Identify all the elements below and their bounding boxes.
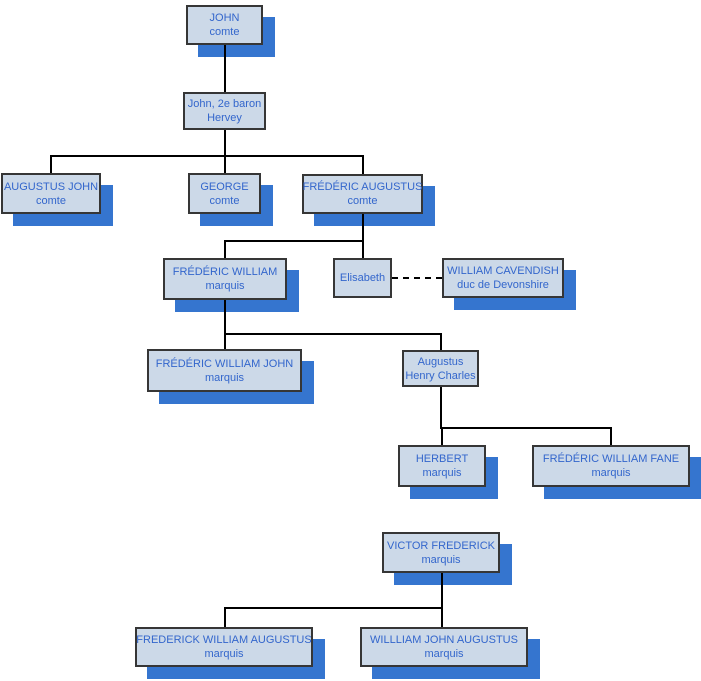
node-name: WILLIAM CAVENDISH: [447, 265, 559, 277]
connector-line: [441, 607, 443, 627]
tree-node-willliam-john-augustus[interactable]: WILLLIAM JOHN AUGUSTUS marquis: [360, 627, 528, 667]
connector-line: [224, 333, 441, 335]
connector-line: [441, 573, 443, 607]
node-name: JOHN: [209, 12, 240, 24]
connector-line: [224, 45, 226, 92]
node-name: HERBERT: [415, 453, 469, 465]
node-name: FRÉDÉRIC AUGUSTUS: [302, 181, 423, 193]
node-title: Hervey: [207, 112, 242, 124]
tree-node-frederick-william-augustus[interactable]: FREDERICK WILLIAM AUGUSTUS marquis: [135, 627, 313, 667]
node-title: marquis: [424, 648, 464, 660]
connector-line: [440, 427, 611, 429]
connector-line: [224, 607, 226, 627]
node-title: Henry Charles: [405, 369, 476, 382]
node-title: duc de Devonshire: [457, 279, 549, 291]
tree-node-elisabeth[interactable]: Elisabeth: [333, 258, 392, 298]
tree-node-herbert[interactable]: HERBERT marquis: [398, 445, 486, 487]
connector-line: [362, 240, 364, 258]
node-name: John, 2e baron: [187, 98, 262, 110]
node-title: marquis: [205, 280, 245, 292]
tree-node-frederic-william-fane[interactable]: FRÉDÉRIC WILLIAM FANE marquis: [532, 445, 690, 487]
connector-line: [224, 607, 442, 609]
connector-line: [224, 130, 226, 155]
connector-line: [224, 240, 363, 242]
connector-line: [440, 333, 442, 350]
node-name: FRÉDÉRIC WILLIAM FANE: [542, 453, 680, 465]
connector-line: [441, 427, 443, 445]
connector-line: [50, 155, 52, 173]
node-title: comte: [209, 26, 240, 38]
node-name: FRÉDÉRIC WILLIAM: [172, 266, 278, 278]
connector-line: [224, 155, 226, 173]
node-name: WILLLIAM JOHN AUGUSTUS: [370, 634, 518, 646]
tree-node-frederic-william[interactable]: FRÉDÉRIC WILLIAM marquis: [163, 258, 287, 300]
connector-line: [440, 387, 442, 427]
connector-line: [224, 300, 226, 333]
node-name: Elisabeth: [339, 272, 386, 284]
node-title: marquis: [204, 371, 245, 384]
node-name: VICTOR FREDERICK: [387, 539, 495, 552]
tree-node-john[interactable]: JOHN comte: [186, 5, 263, 45]
connector-line: [224, 333, 226, 349]
connector-line: [610, 427, 612, 445]
node-title: marquis: [422, 467, 462, 479]
tree-node-william-cavendish[interactable]: WILLIAM CAVENDISH duc de Devonshire: [442, 258, 564, 298]
node-title: marquis: [204, 648, 244, 660]
node-name: GEORGE: [200, 180, 249, 193]
node-name: FRÉDÉRIC WILLIAM JOHN: [155, 357, 294, 370]
node-title: comte: [209, 194, 240, 207]
node-name: Augustus: [417, 355, 464, 368]
node-title: comte: [347, 195, 378, 207]
tree-node-frederic-augustus[interactable]: FRÉDÉRIC AUGUSTUS comte: [302, 174, 423, 214]
node-title: marquis: [591, 467, 631, 479]
connector-line: [224, 240, 226, 258]
connector-line: [362, 214, 364, 241]
node-title: comte: [36, 194, 66, 207]
node-name: AUGUSTUS JOHN: [3, 180, 99, 193]
connector-line: [362, 155, 364, 174]
connector-dashed-line: [392, 277, 442, 279]
connector-line: [50, 155, 363, 157]
node-title: marquis: [421, 553, 461, 566]
node-name: FREDERICK WILLIAM AUGUSTUS: [136, 634, 312, 646]
